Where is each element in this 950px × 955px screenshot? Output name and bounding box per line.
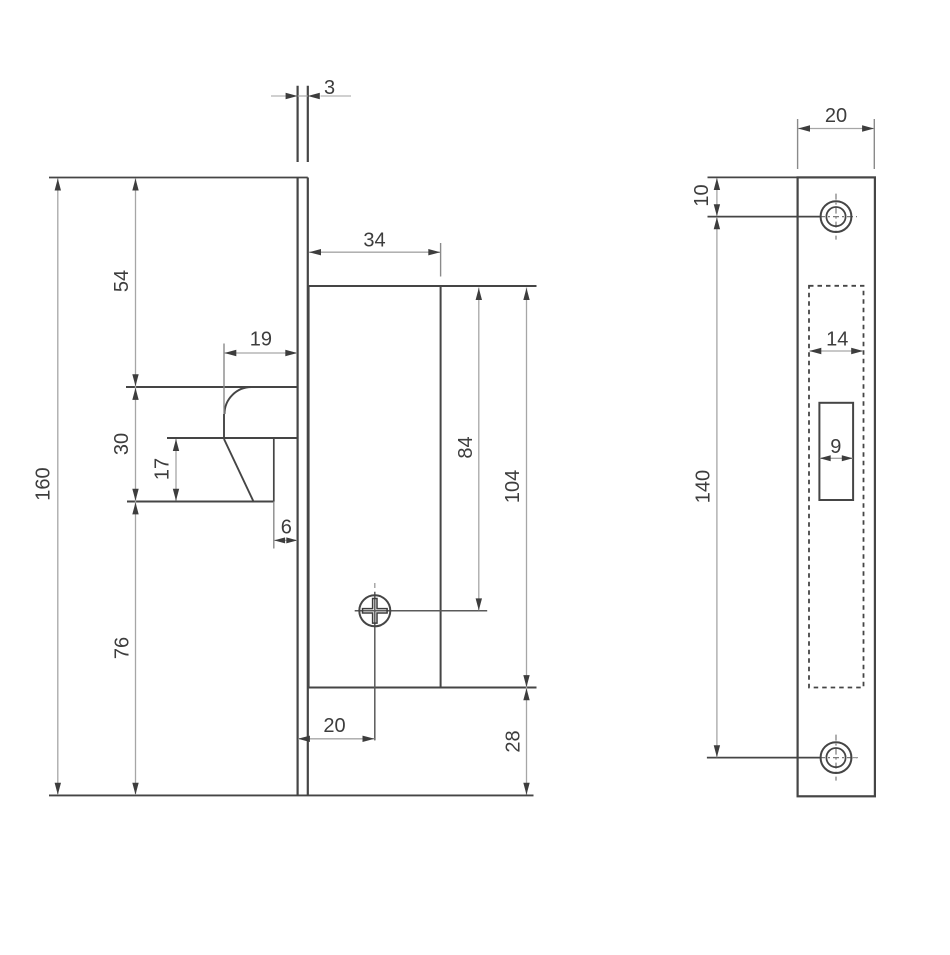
svg-text:30: 30 <box>111 433 133 455</box>
svg-text:6: 6 <box>281 517 292 539</box>
svg-text:3: 3 <box>324 77 335 99</box>
svg-text:10: 10 <box>691 184 713 206</box>
svg-text:104: 104 <box>502 470 524 503</box>
svg-text:160: 160 <box>33 467 55 500</box>
svg-text:140: 140 <box>693 470 715 503</box>
svg-text:20: 20 <box>825 105 847 127</box>
svg-text:9: 9 <box>830 436 841 458</box>
svg-text:34: 34 <box>363 230 385 252</box>
svg-text:28: 28 <box>503 730 525 752</box>
svg-text:14: 14 <box>826 329 848 351</box>
svg-text:19: 19 <box>250 329 272 351</box>
svg-text:17: 17 <box>152 458 174 480</box>
svg-text:20: 20 <box>323 715 345 737</box>
svg-text:76: 76 <box>112 637 134 659</box>
svg-text:54: 54 <box>111 270 133 292</box>
svg-text:84: 84 <box>455 436 477 458</box>
